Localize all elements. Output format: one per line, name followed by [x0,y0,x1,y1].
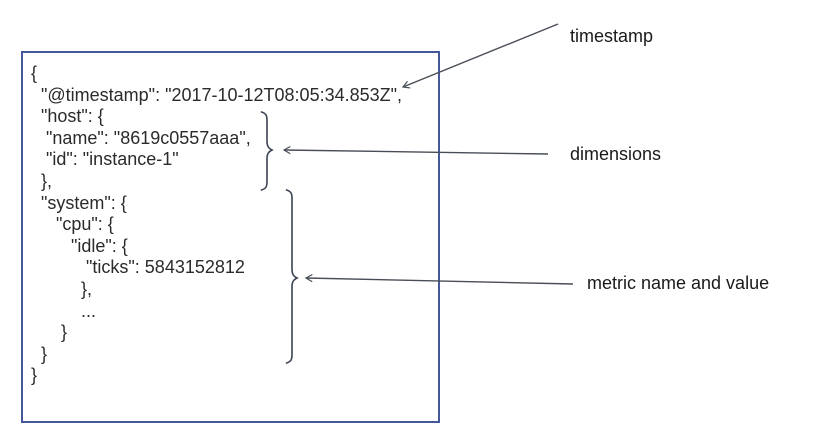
annotation-label-timestamp: timestamp [570,26,654,46]
annotation-label-metric-name-and-value: metric name and value [587,273,770,293]
annotation-label-dimensions: dimensions [570,144,662,164]
json-document-box: { "@timestamp": "2017-10-12T08:05:34.853… [21,51,440,423]
json-document-code: { "@timestamp": "2017-10-12T08:05:34.853… [31,63,403,386]
